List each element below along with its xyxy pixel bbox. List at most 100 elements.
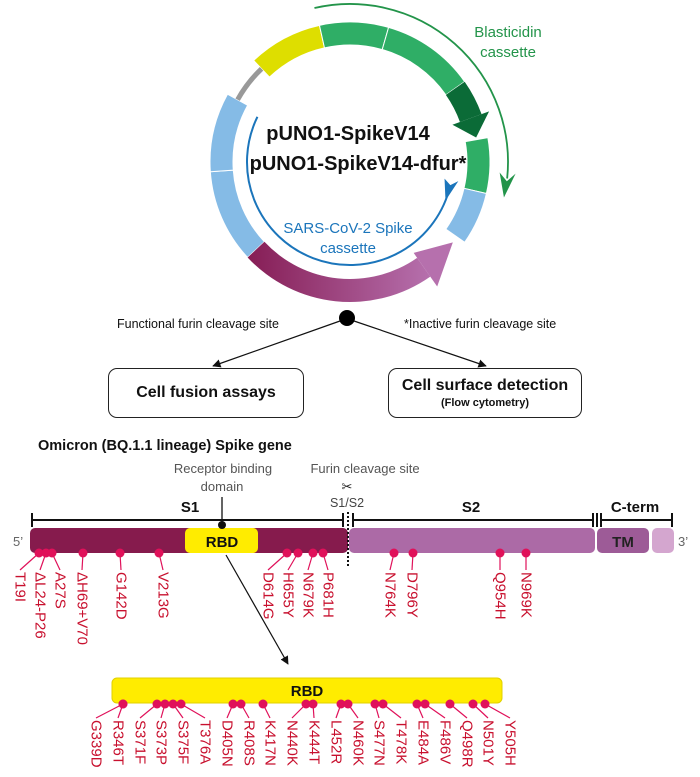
spike-mutation-label: P681H [320,572,337,618]
tm-domain [597,528,649,553]
blasticidin-label-2: cassette [480,44,536,61]
tm-label: TM [612,534,634,551]
cterm-label: C-term [611,499,659,516]
functional-furin-label: Functional furin cleavage site [117,317,279,331]
green-segment-1 [318,21,390,51]
rbd-mutation-dot [370,699,380,709]
spike-mutation-dot [47,548,57,558]
spike-mutation-dot [521,548,531,558]
spike-cassette-arrowhead [413,242,453,287]
spike-mutation-label: V213G [155,572,172,619]
spike-mutation-label: A27S [52,572,69,609]
spike-cassette-label: SARS-CoV-2 Spike [283,220,412,237]
plasmid-name-1: pUNO1-SpikeV14 [266,123,430,145]
spike-mutation-label: N969K [518,572,535,618]
spike-mutation-dot [318,548,328,558]
yellow-segment [252,24,326,78]
rbd-domain [185,528,258,553]
cell-surface-detection-label: Cell surface detection [401,377,569,394]
rbd-mutation-dot [160,699,170,709]
spike-mutation-dot [34,548,44,558]
spike-mutation-label: Q954H [492,572,509,620]
spike-mutation-dot [154,548,164,558]
rbd-annotation: Receptor binding [174,461,272,476]
spike-mutation-label: T19I [12,572,29,602]
blasticidin-label: Blasticidin [474,24,542,41]
rbd-mutation-label: K444T [306,720,323,764]
rbd-mutation-label: S375F [175,720,192,764]
cell-fusion-assays-label: Cell fusion assays [136,384,276,401]
rbd-mutation-label: F486V [437,720,454,764]
spike-mutation-label: G142D [113,572,130,620]
rbd-mutation-label: Y505H [502,720,519,766]
blasticidin-direction-arc [314,3,509,179]
rbd-mutation-dot [308,699,318,709]
spike-mutation-label: H655Y [280,572,297,618]
rbd-mutation-dot [343,699,353,709]
rbd-mutation-label: E484A [415,720,432,765]
rbd-mutation-label: N440K [284,720,301,766]
inactive-furin-label: *Inactive furin cleavage site [404,317,556,331]
rbd-mutation-dot [301,699,311,709]
spike-mutation-dot [308,548,318,558]
light-blue-segment-right [445,187,488,243]
three-prime-label: 3’ [678,534,688,549]
rbd-mutation-dot [152,699,162,709]
rbd-detail-label: RBD [291,683,324,700]
rbd-mutation-dot [468,699,478,709]
rbd-mutation-stem [484,703,511,719]
rbd-mutation-label: Q498R [459,720,476,768]
light-blue-segment-left-2 [209,93,249,173]
green-segment-3 [463,137,491,195]
rbd-mutation-label: K417N [262,720,279,766]
rbd-pointer-dot [218,521,226,529]
spike-mutation-dot [293,548,303,558]
spike-mutation-label: N679K [300,572,317,618]
plasmid-name-2: pUNO1-SpikeV14-dfur* [250,153,467,175]
branch-point [339,310,355,326]
cell-fusion-assays-box: Cell fusion assays [108,368,304,418]
s1-label: S1 [181,499,199,516]
five-prime-label: 5’ [13,534,23,549]
rbd-mutation-dot [378,699,388,709]
spike-mutation-label: N764K [382,572,399,618]
rbd-label: RBD [206,534,239,551]
spike-mutation-dot [115,548,125,558]
rbd-mutation-dot [336,699,346,709]
rbd-mutation-label: G339D [88,720,105,768]
rbd-mutation-stem [95,703,124,719]
rbd-mutation-dot [420,699,430,709]
rbd-mutation-dot [118,699,128,709]
cell-surface-detection-box: Cell surface detection (Flow cytometry) [388,368,582,418]
rbd-mutation-stem [180,703,206,719]
rbd-mutation-label: R408S [241,720,258,766]
rbd-mutation-dot [258,699,268,709]
rbd-mutation-label: N501Y [480,720,497,766]
plasmid-map [209,3,516,302]
spike-mutation-dot [408,548,418,558]
rbd-mutation-dot [236,699,246,709]
rbd-mutation-dot [228,699,238,709]
gene-title: Omicron (BQ.1.1 lineage) Spike gene [38,438,292,454]
s2-label: S2 [462,499,480,516]
rbd-mutation-dot [480,699,490,709]
s1s2-label: S1/S2 [330,496,364,510]
rbd-zoom-arrow [225,554,289,665]
rbd-mutation-label: R346T [110,720,127,765]
light-blue-segment-left-1 [209,169,266,259]
rbd-mutation-label: D405N [219,720,236,767]
arrow-left [212,320,341,368]
spike-mutation-label: ΔL24-P26 [32,572,49,639]
spike-mutation-label: D614G [260,572,277,620]
scissors-icon: ✂ [342,479,353,494]
spike-mutation-dot [389,548,399,558]
spike-arc-arrowhead [444,178,459,201]
rbd-mutation-dot [176,699,186,709]
flow-cytometry-label: (Flow cytometry) [440,397,529,409]
rbd-mutation-label: L452R [328,720,345,764]
rbd-mutation-dot [412,699,422,709]
rbd-mutation-label: S373P [153,720,170,765]
